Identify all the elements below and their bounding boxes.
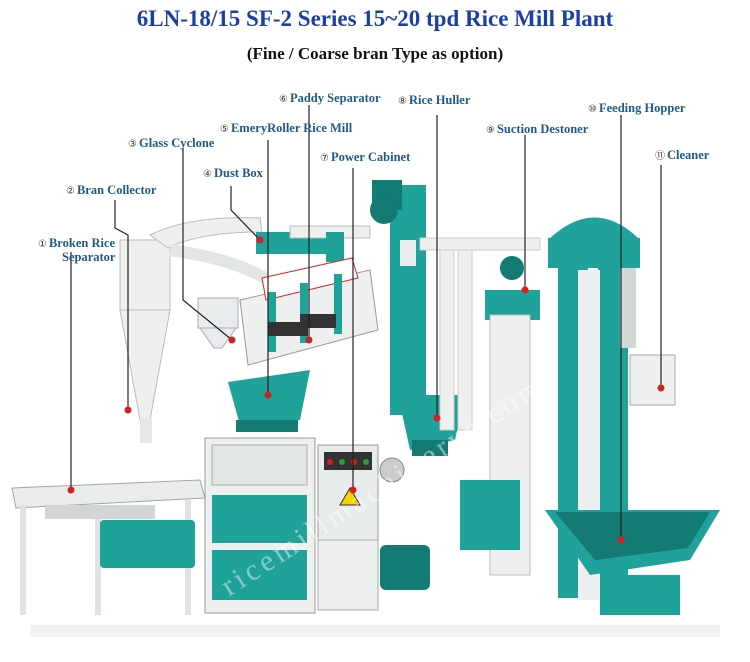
glass-cyclone-machine [197, 297, 239, 349]
label-broken-rice-separator-2: Separator [62, 250, 116, 264]
pointer-lines [70, 105, 662, 540]
floor-shadow [30, 625, 720, 637]
feeding-hopper-machine [545, 510, 720, 615]
suction-destoner-machine [460, 256, 540, 576]
page-title: 6LN-18/15 SF-2 Series 15~20 tpd Rice Mil… [136, 6, 614, 31]
pipes [419, 237, 541, 431]
emery-roller-rice-mill-machine [228, 370, 310, 432]
power-cabinet-machine [204, 437, 430, 614]
page-subtitle: (Fine / Coarse bran Type as option) [246, 44, 504, 63]
pointer-dots [67, 236, 665, 544]
broken-rice-separator-machine [11, 479, 206, 615]
